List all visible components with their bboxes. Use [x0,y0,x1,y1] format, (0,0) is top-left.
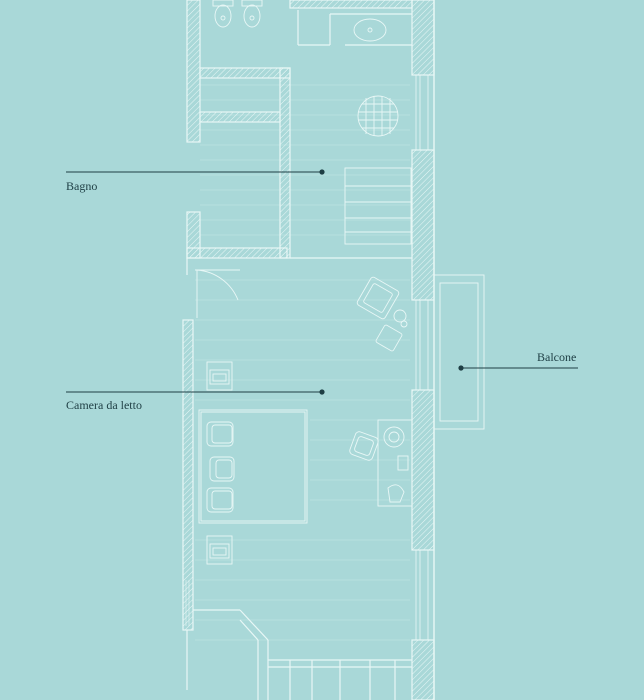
leader-dot-bagno [319,169,325,175]
door-swing-icon [195,269,240,318]
room-label-bagno: Bagno [66,179,98,193]
room-label-camera: Camera da letto [66,398,142,412]
leader-lines [66,169,578,395]
shower-drain-icon [357,95,399,137]
room-label-balcone: Balcone [537,350,577,364]
toilet-icon [212,0,234,28]
leader-dot-camera [319,389,325,395]
sink-icon [353,18,387,42]
balcony-outline [433,274,485,430]
bed-icon [198,409,308,524]
nightstand-icon [206,361,233,391]
desk-chair-icon [349,419,413,507]
exterior-wall-right [411,0,435,700]
window-bottom [415,550,429,640]
floor-boards [195,84,410,641]
bathroom-walls [186,0,413,259]
leader-dot-balcone [458,365,464,371]
shower-shelves [344,167,412,245]
bidet-icon [241,0,263,28]
bedroom-walls [182,258,412,700]
window-top [415,75,429,150]
window-balcony-door [415,300,429,390]
nightstand-icon [206,535,233,565]
armchair-icon [356,276,408,352]
wall-riser [185,580,190,626]
